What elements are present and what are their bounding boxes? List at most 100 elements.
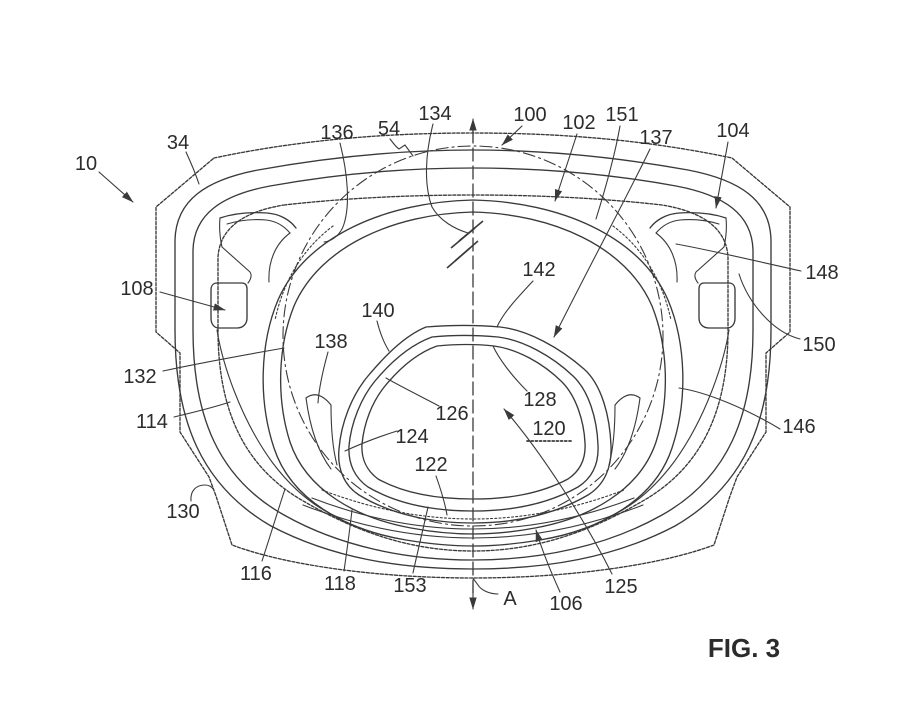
- ref-label-153: 153: [393, 575, 426, 597]
- leader-106: [535, 529, 561, 593]
- housing-shells: [155, 132, 791, 579]
- leader-126: [385, 377, 440, 407]
- right-pocket-edge: [694, 217, 727, 284]
- left-pocket-wall-curve: [268, 232, 291, 283]
- hatch-mark-2: [450, 227, 476, 249]
- ref-label-34: 34: [167, 132, 189, 154]
- leader-122: [435, 475, 448, 516]
- leader-153: [412, 506, 429, 574]
- ref-label-118: 118: [324, 573, 356, 595]
- ref-label-130: 130: [166, 501, 199, 523]
- ref-label-151: 151: [605, 104, 638, 126]
- ref-label-126: 126: [435, 403, 468, 425]
- ref-label-120: 120: [532, 418, 565, 440]
- ref-label-104: 104: [716, 120, 749, 142]
- ref-label-10: 10: [75, 153, 97, 175]
- right-pocket-top-outer: [649, 211, 727, 229]
- ref-label-108: 108: [120, 278, 153, 300]
- right-pocket-wall-curve: [655, 232, 678, 283]
- bowl-rim-stipple-right: [612, 225, 672, 321]
- leader-146: [678, 387, 781, 430]
- bowl-rim-stipple-left: [274, 225, 334, 321]
- outer-shell-silhouette: [155, 132, 791, 579]
- ref-label-114: 114: [136, 411, 168, 433]
- right-pocket-tab: [698, 282, 736, 329]
- section-axis: [446, 118, 484, 610]
- insert-outer: [338, 324, 612, 524]
- ref-label-116: 116: [240, 563, 272, 585]
- leader-151: [595, 125, 621, 220]
- leader-124: [344, 430, 398, 452]
- leader-lines: [98, 123, 802, 595]
- ref-label-140: 140: [361, 300, 394, 322]
- ref-label-102: 102: [562, 112, 595, 134]
- leader-axis-a: [472, 577, 499, 595]
- ref-label-137: 137: [639, 127, 672, 149]
- ref-label-124: 124: [395, 426, 428, 448]
- leader-134: [425, 123, 469, 234]
- right-pocket-top-inner: [655, 219, 720, 234]
- ref-label-134: 134: [418, 103, 451, 125]
- leader-104: [714, 141, 729, 209]
- left-rib: [305, 397, 332, 470]
- insert-middle: [348, 334, 599, 512]
- leader-130: [190, 484, 214, 502]
- left-pocket-top-outer: [219, 211, 297, 229]
- ref-label-125: 125: [604, 576, 637, 598]
- ref-label-132: 132: [123, 366, 156, 388]
- right-pocket: [605, 211, 736, 519]
- left-pocket-edge: [219, 217, 252, 284]
- leader-128: [492, 345, 528, 392]
- ref-label-128: 128: [523, 389, 556, 411]
- shell-ring-3: [192, 167, 754, 561]
- leader-116: [261, 488, 286, 562]
- left-pocket-top-inner: [226, 219, 291, 234]
- ref-label-106: 106: [549, 593, 582, 615]
- insert-inner: [361, 343, 586, 500]
- ref-label-100: 100: [513, 104, 546, 126]
- leader-148: [675, 243, 802, 272]
- leader-114: [173, 401, 231, 418]
- shell-ring-4-bezel: [217, 194, 729, 552]
- leader-100: [501, 125, 523, 146]
- leader-10: [98, 171, 134, 203]
- left-pocket-sweep: [216, 329, 341, 519]
- leader-136: [323, 142, 349, 243]
- ref-label-142: 142: [522, 259, 555, 281]
- ref-label-136: 136: [320, 122, 353, 144]
- leader-140: [376, 320, 390, 352]
- break-hatch-marks: [446, 220, 484, 269]
- ref-label-150: 150: [802, 334, 835, 356]
- center-insert: [338, 324, 612, 524]
- ref-label-122: 122: [414, 454, 447, 476]
- leader-150: [738, 273, 801, 340]
- ribs: [305, 394, 641, 470]
- leader-108: [159, 291, 226, 311]
- hatch-mark-4: [446, 247, 471, 269]
- leader-102: [554, 133, 578, 202]
- leader-132: [162, 347, 285, 372]
- ref-label-138: 138: [314, 331, 347, 353]
- right-rib-cap: [614, 394, 641, 406]
- ref-label-148: 148: [805, 262, 838, 284]
- axis-label-a: A: [503, 588, 517, 610]
- reference-labels: 10 34 136 54 134 100 102 151 137 104 108…: [75, 103, 839, 663]
- right-rib: [614, 397, 641, 470]
- figure-caption: FIG. 3: [708, 633, 780, 663]
- leader-125: [503, 408, 613, 575]
- ref-label-54: 54: [378, 118, 400, 140]
- left-rib-inner: [330, 404, 338, 466]
- leader-34: [185, 151, 200, 185]
- left-pocket-tab: [210, 282, 248, 329]
- leader-142: [496, 280, 534, 328]
- left-pocket: [210, 211, 341, 519]
- shell-ring-2: [174, 149, 772, 570]
- right-pocket-sweep: [605, 329, 730, 519]
- leader-118: [343, 509, 353, 572]
- ref-label-146: 146: [782, 416, 815, 438]
- right-rib-inner: [608, 404, 616, 466]
- leader-137: [553, 148, 651, 338]
- leader-54: [389, 138, 414, 157]
